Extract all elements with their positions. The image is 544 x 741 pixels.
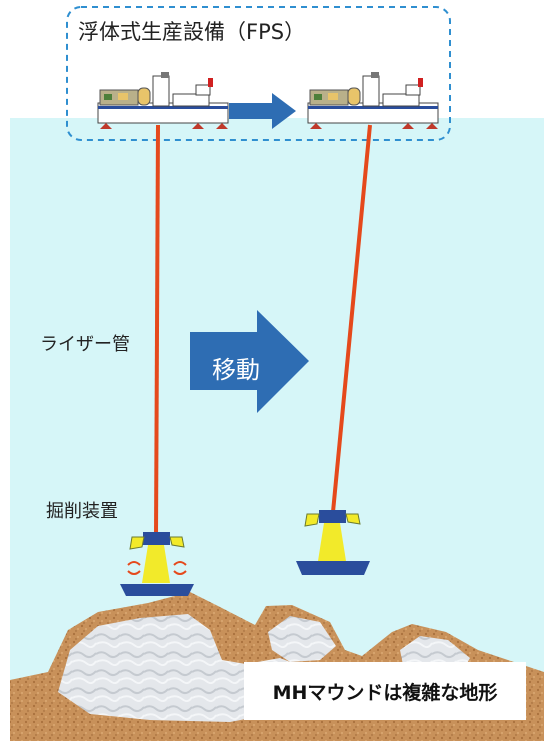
move-arrow bbox=[190, 310, 309, 413]
hydrate-mass-small bbox=[268, 616, 336, 662]
ship-move-arrow bbox=[229, 93, 296, 129]
mound-caption: MHマウンドは複雑な地形 bbox=[272, 681, 498, 704]
fps-title: 浮体式生産設備（FPS） bbox=[78, 20, 306, 44]
drilling-device-left bbox=[120, 532, 194, 596]
riser-label: ライザー管 bbox=[40, 334, 130, 355]
fps-ship-right bbox=[307, 72, 439, 129]
riser-pipe-left bbox=[154, 124, 160, 537]
riser-pipe-right bbox=[331, 124, 372, 513]
drilling-device-right bbox=[296, 510, 370, 575]
fps-ship-left bbox=[97, 72, 229, 129]
move-label: 移動 bbox=[212, 356, 260, 384]
mound-caption-box: MHマウンドは複雑な地形 bbox=[244, 662, 526, 720]
fps-dashed-box bbox=[66, 6, 451, 141]
drill-label: 掘削装置 bbox=[46, 501, 118, 522]
